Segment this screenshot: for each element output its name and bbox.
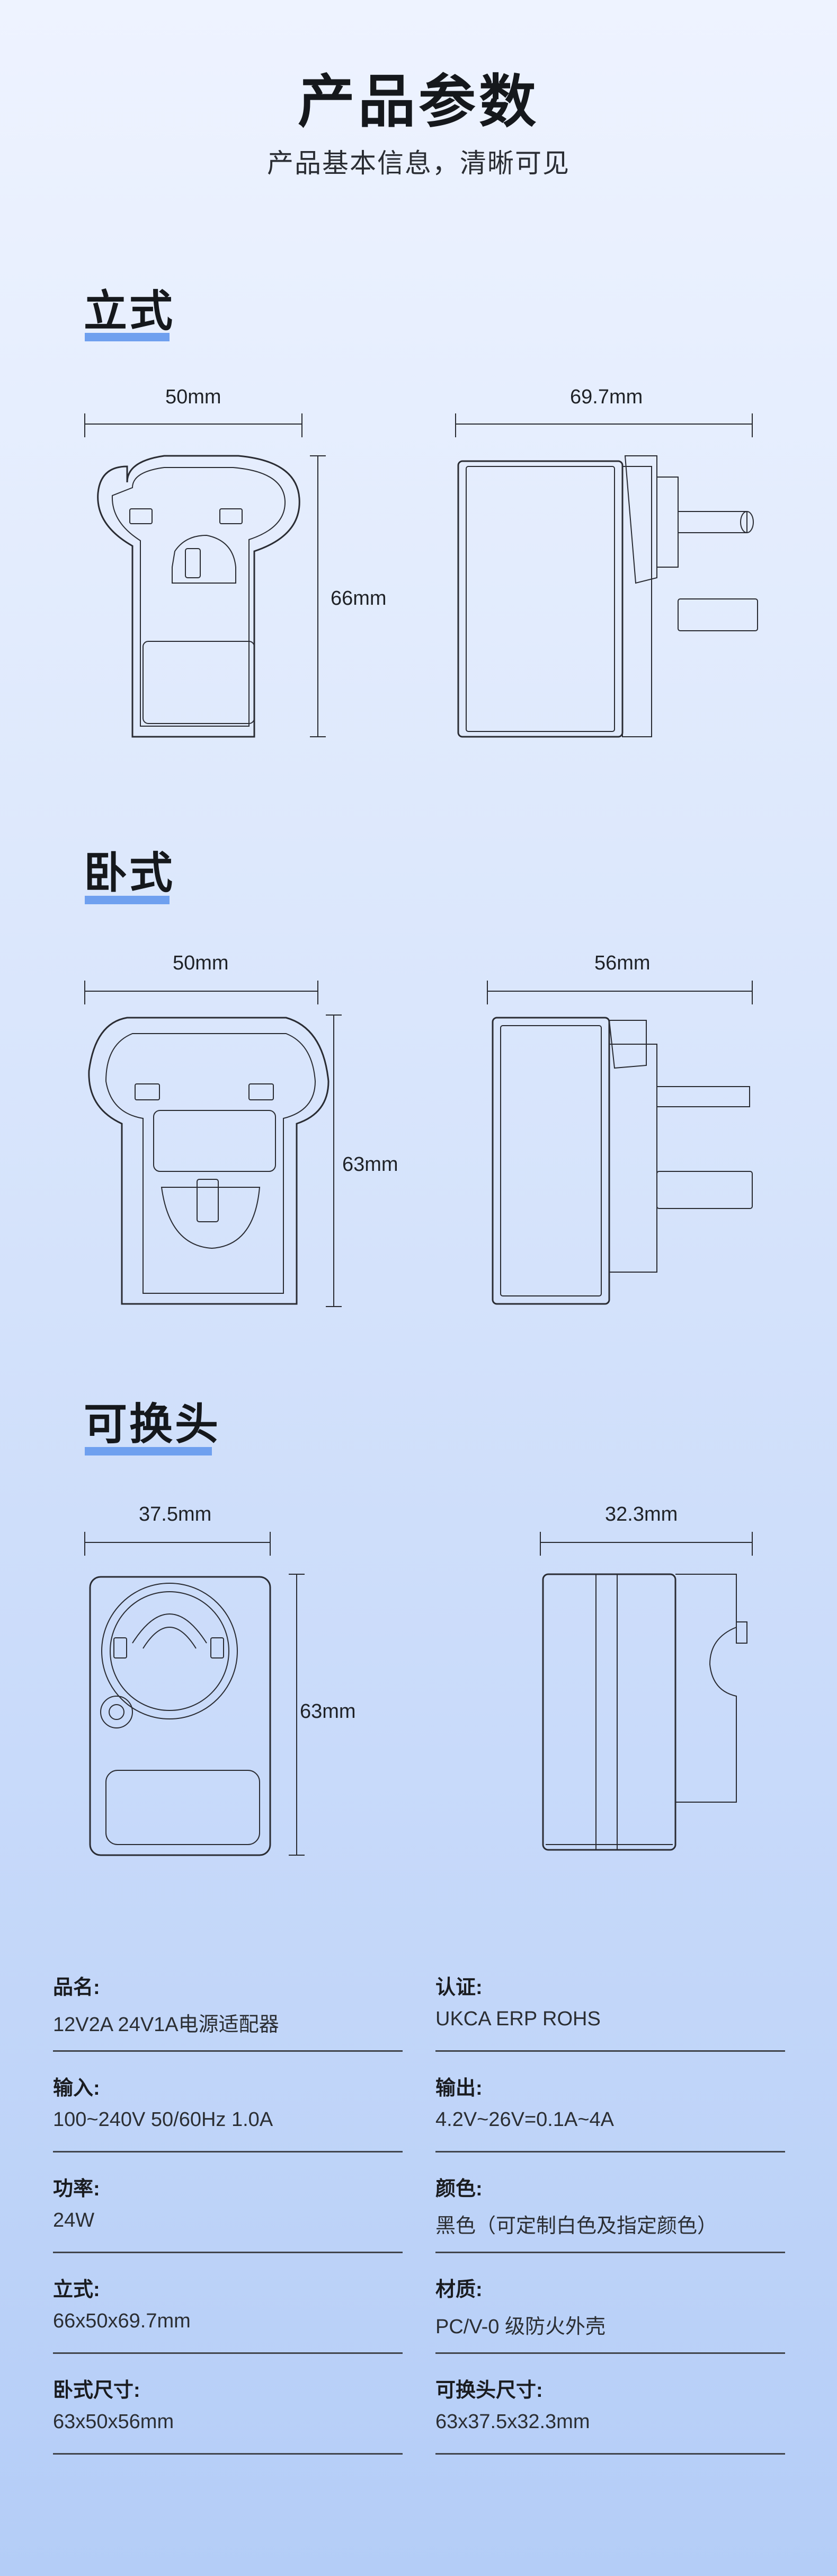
spec-divider [53,2453,403,2455]
height-dimension-line [307,451,328,742]
spec-label: 立式: [53,2279,100,2301]
interchangeable-side-drawing [530,1527,763,1866]
interchangeable-front-drawing [74,1527,318,1866]
section-underline [85,896,170,904]
spec-label: 材质: [435,2279,483,2301]
spec-value: 黑色（可定制白色及指定颜色） [435,2215,718,2237]
spec-label: 可换头尺寸: [435,2379,543,2402]
section-underline [85,333,170,341]
vertical-front-drawing [74,408,318,753]
spec-divider [53,2050,403,2052]
spec-value: 66x50x69.7mm [53,2310,191,2332]
spec-value: UKCA ERP ROHS [435,2008,601,2030]
dim-label: 63mm [300,1700,356,1723]
spec-value: 4.2V~26V=0.1A~4A [435,2109,615,2131]
dim-label: 63mm [342,1153,398,1176]
spec-divider [53,2352,403,2354]
spec-divider [435,2453,785,2455]
dim-label: 50mm [165,386,221,408]
spec-divider [53,2151,403,2152]
vertical-side-drawing [445,408,763,753]
spec-label: 输出: [435,2077,483,2099]
dim-label: 66mm [331,587,387,610]
spec-label: 品名: [53,1977,100,1999]
height-dimension-line [323,1010,344,1312]
section-underline [85,1447,212,1455]
spec-label: 输入: [53,2077,100,2099]
spec-value: 63x37.5x32.3mm [435,2411,590,2433]
spec-label: 卧式尺寸: [53,2379,140,2402]
dim-label: 37.5mm [139,1503,212,1525]
section-title-vertical: 立式 [84,287,175,336]
spec-divider [435,2352,785,2354]
spec-label: 功率: [53,2178,100,2200]
spec-value: 12V2A 24V1A电源适配器 [53,2014,279,2036]
horizontal-side-drawing [477,975,763,1315]
spec-value: 63x50x56mm [53,2411,174,2433]
spec-value: 100~240V 50/60Hz 1.0A [53,2109,273,2131]
horizontal-front-drawing [74,975,350,1315]
spec-divider [435,2050,785,2052]
section-title-interchangeable: 可换头 [84,1400,221,1449]
spec-label: 颜色: [435,2178,483,2200]
spec-divider [435,2151,785,2152]
page-title: 产品参数 [297,69,539,134]
height-dimension-line [286,1569,307,1860]
dim-label: 50mm [173,952,229,974]
page-subtitle: 产品基本信息，清晰可见 [267,148,570,178]
dim-label: 32.3mm [605,1503,678,1525]
spec-label: 认证: [435,1977,483,1999]
section-title-horizontal: 卧式 [84,849,175,897]
spec-divider [435,2252,785,2253]
spec-value: PC/V-0 级防火外壳 [435,2316,606,2338]
spec-divider [53,2252,403,2253]
dim-label: 69.7mm [570,386,643,408]
dim-label: 56mm [594,952,651,974]
spec-value: 24W [53,2209,95,2231]
